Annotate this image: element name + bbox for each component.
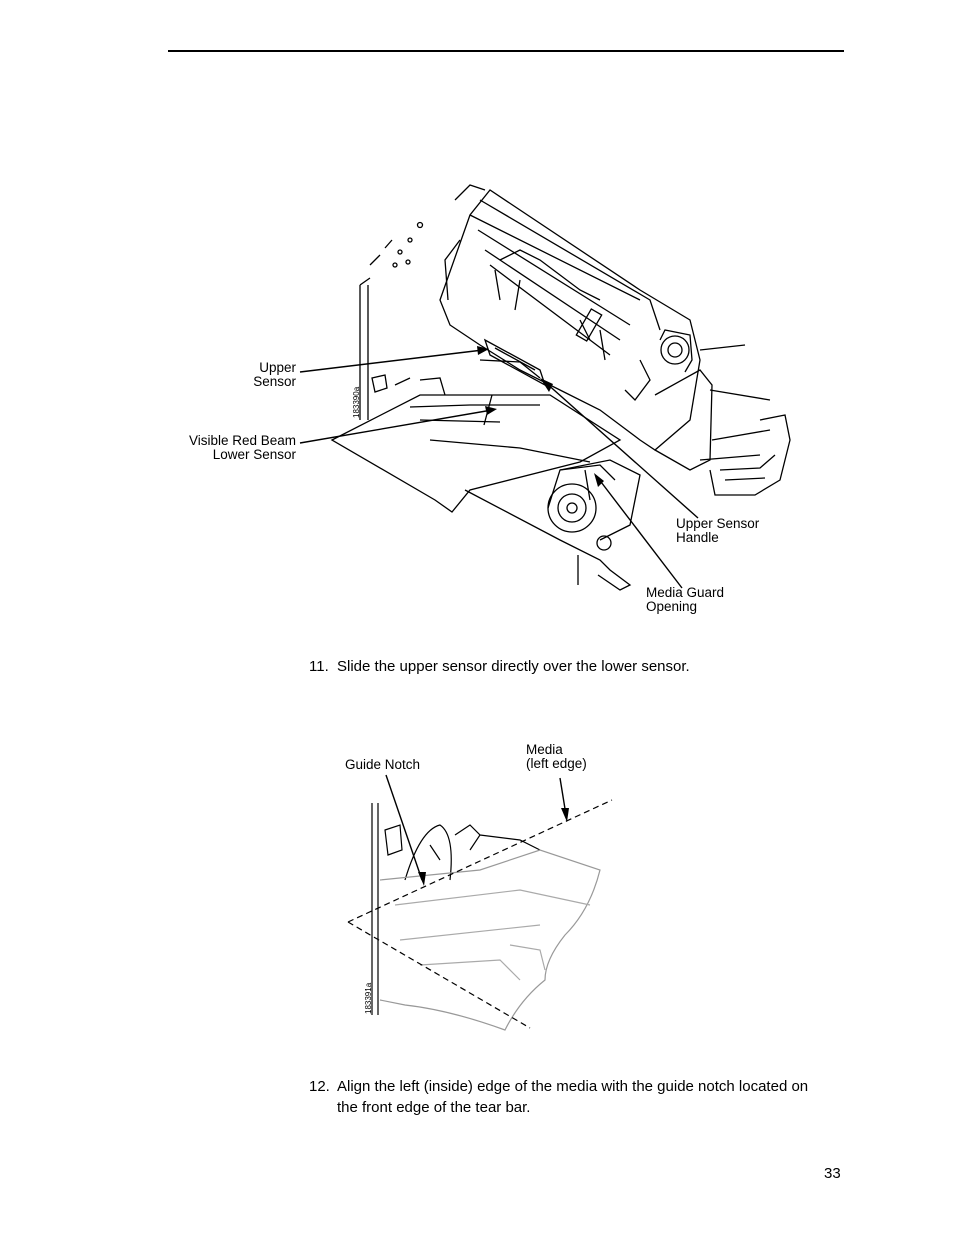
callout-line: Media xyxy=(526,742,563,757)
step-text-line: Align the left (inside) edge of the medi… xyxy=(337,1078,809,1095)
step-text-line: the front edge of the tear bar. xyxy=(337,1099,531,1116)
callout-line: Sensor xyxy=(253,374,296,389)
callout-media-guard-opening: Media Guard Opening xyxy=(646,586,724,614)
callout-line: Lower Sensor xyxy=(212,447,296,462)
callout-upper-sensor-handle: Upper Sensor Handle xyxy=(676,517,759,545)
step-number: 11. xyxy=(309,658,329,675)
header-rule xyxy=(168,50,844,52)
step-text: Slide the upper sensor directly over the… xyxy=(337,658,690,675)
figure1-id: 183390a xyxy=(352,386,361,418)
step-number: 12. xyxy=(309,1078,330,1095)
callout-line: Visible Red Beam xyxy=(188,433,296,448)
callout-line: Opening xyxy=(646,599,698,614)
callout-line: (left edge) xyxy=(526,756,587,771)
step-text: Align the left (inside) edge of the medi… xyxy=(337,1076,857,1118)
callout-upper-sensor: Upper Sensor xyxy=(196,361,296,389)
callout-media-left-edge: Media (left edge) xyxy=(526,743,587,771)
page-number: 33 xyxy=(824,1165,841,1182)
callout-line: Upper xyxy=(259,360,296,375)
callout-guide-notch: Guide Notch xyxy=(345,757,421,772)
callout-line: Handle xyxy=(676,530,719,545)
callout-visible-red-beam: Visible Red Beam Lower Sensor xyxy=(146,434,296,462)
callout-line: Upper Sensor xyxy=(676,516,760,531)
callout-line: Media Guard xyxy=(646,585,725,600)
figure2-id: 183391a xyxy=(364,982,373,1014)
